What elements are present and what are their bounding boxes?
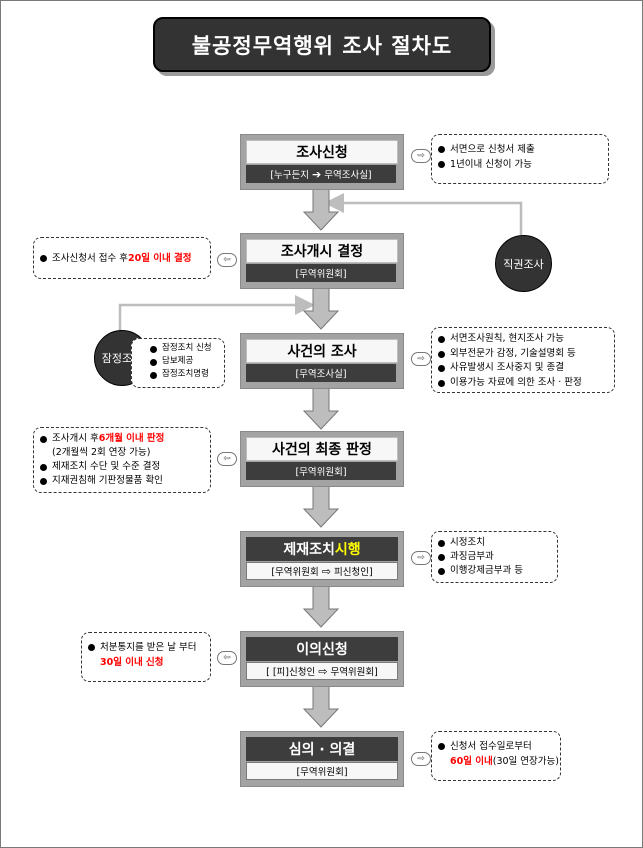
step-title: 조사개시 결정 [246, 239, 398, 263]
bullet-icon [438, 554, 445, 561]
bullet-icon [438, 161, 445, 168]
list-item: 과징금부과 [438, 550, 551, 564]
down-arrow-icon [302, 484, 340, 528]
sub-right: 무역위원회] [330, 667, 378, 678]
list-item: 제재조치 수단 및 수준 결정 [40, 460, 204, 474]
bullet-icon [438, 379, 445, 387]
step-title: 사건의 최종 판정 [246, 437, 398, 461]
note-request: 서면으로 신청서 제출 1년이내 신청이 가능 [431, 134, 609, 184]
step-sub: [무역위원회] [246, 264, 396, 282]
bullet-icon [40, 464, 47, 471]
sub-left: [무역위원회 [271, 567, 319, 578]
step-sub: [ [피]신청인 ⇨ 무역위원회] [246, 662, 398, 680]
list-item: 잠정조치명령 [150, 368, 220, 381]
bullet-icon [438, 336, 445, 343]
bullet-icon [150, 346, 157, 353]
sub-left: [누구든지 [270, 170, 310, 181]
bullet-icon [40, 254, 47, 262]
bullet-icon [438, 350, 445, 358]
list-item: 조사신청서 접수 후 20일 이내 결정 [40, 251, 192, 266]
right-arrow-icon: ⇨ [318, 664, 328, 678]
bullet-icon [40, 478, 47, 485]
down-arrows [302, 187, 340, 728]
sub-left: [ [피]신청인 [266, 667, 316, 678]
link-arrow-icon: ⇨ [411, 752, 431, 766]
list-item: 이용가능 자료에 의한 조사 · 판정 [438, 376, 608, 391]
list-item: 시정조치 [438, 536, 551, 550]
list-item: 잠정조치 신청 [150, 342, 220, 355]
step-title: 심의 · 의결 [246, 737, 398, 761]
step-title: 이의신청 [246, 637, 398, 661]
down-arrow-icon [302, 684, 340, 728]
list-item: 이행강제금부과 등 [438, 564, 551, 578]
link-arrow-icon: ⇦ [217, 253, 237, 267]
down-arrow-icon [302, 584, 340, 628]
step-request: 조사신청 [누구든지 ➔ 무역조사실] [240, 134, 404, 190]
list-item: 1년이내 신청이 가능 [438, 157, 602, 172]
step-sub: [누구든지 ➔ 무역조사실] [246, 165, 396, 183]
bullet-icon [438, 540, 445, 547]
note-provisional: 잠정조치 신청 담보제공 잠정조치명령 [131, 338, 225, 388]
step-sub: [무역위원회] [246, 762, 398, 780]
bullet-icon [438, 568, 445, 575]
step-title: 사건의 조사 [246, 339, 398, 363]
note-sanction: 시정조치 과징금부과 이행강제금부과 등 [431, 531, 558, 583]
step-title-a: 제재조치 [283, 542, 335, 558]
bullet-icon [438, 743, 445, 750]
link-arrow-icon: ⇨ [411, 352, 431, 366]
link-arrow-icon: ⇨ [411, 149, 431, 163]
step-initiation: 조사개시 결정 [무역위원회] [240, 233, 404, 289]
provisional-measure-connector [118, 295, 315, 340]
note-objection: 처분통지를 받은 날 부터 30일 이내 신청 [81, 632, 211, 682]
down-arrow-icon [302, 187, 340, 231]
note-final-decision: 조사개시 후 6개월 이내 판정 (2개월씩 2회 연장 가능) 제재조치 수단… [33, 427, 211, 493]
direct-investigation-circle: 직권조사 [495, 235, 552, 292]
bullet-icon [150, 359, 157, 366]
bullet-icon [88, 644, 95, 651]
link-arrow-icon: ⇦ [217, 651, 237, 665]
list-item-continuation: (2개월씩 2회 연장 가능) [52, 447, 151, 458]
sub-right: 피신청인] [333, 567, 373, 578]
step-investigation: 사건의 조사 [무역조사실] [240, 333, 404, 389]
list-item-continuation: 60일 이내(30일 연장가능) [450, 756, 559, 767]
direct-investigation-connector [324, 193, 523, 235]
list-item: 조사개시 후 6개월 이내 판정 [40, 432, 204, 446]
note-initiation: 조사신청서 접수 후 20일 이내 결정 [33, 237, 211, 279]
list-item: 신청서 접수일로부터 [438, 739, 554, 754]
step-sub: [무역조사실] [246, 364, 396, 382]
list-item: 서면조사원칙, 현지조사 가능 [438, 332, 608, 347]
link-arrow-icon: ⇨ [411, 551, 431, 565]
step-title: 조사신청 [246, 140, 398, 164]
down-arrow-icon [302, 386, 340, 430]
list-item: 담보제공 [150, 355, 220, 368]
bullet-icon [438, 146, 445, 153]
step-final-decision: 사건의 최종 판정 [무역위원회] [240, 431, 404, 487]
diagram-title: 불공정무역행위 조사 절차도 [153, 17, 491, 72]
step-deliberation: 심의 · 의결 [무역위원회] [240, 731, 404, 787]
right-arrow-icon: ⇨ [321, 564, 331, 578]
list-item: 사유발생시 조사중지 및 종결 [438, 361, 608, 376]
note-investigation: 서면조사원칙, 현지조사 가능 외부전문가 감정, 기술설명회 등 사유발생시 … [431, 327, 615, 393]
step-sub: [무역위원회] [246, 462, 396, 480]
down-arrow-icon [302, 286, 340, 330]
list-item: 외부전문가 감정, 기술설명회 등 [438, 347, 608, 362]
bullet-icon [40, 436, 47, 443]
step-title-b: 시행 [334, 542, 361, 558]
list-item-continuation: 30일 이내 신청 [100, 657, 164, 668]
list-item: 처분통지를 받은 날 부터 [88, 640, 204, 655]
step-objection: 이의신청 [ [피]신청인 ⇨ 무역위원회] [240, 631, 404, 687]
step-sub: [무역위원회 ⇨ 피신청인] [246, 562, 398, 580]
bullet-icon [438, 365, 445, 372]
link-arrow-icon: ⇦ [217, 452, 237, 466]
list-item: 지재권침해 기판정물품 확인 [40, 474, 204, 488]
sub-right: 무역조사실] [324, 170, 372, 181]
right-arrow-icon: ➔ [312, 167, 322, 181]
bullet-icon [150, 372, 157, 379]
note-deliberation: 신청서 접수일로부터 60일 이내(30일 연장가능) [431, 731, 561, 781]
list-item: 서면으로 신청서 제출 [438, 142, 602, 157]
